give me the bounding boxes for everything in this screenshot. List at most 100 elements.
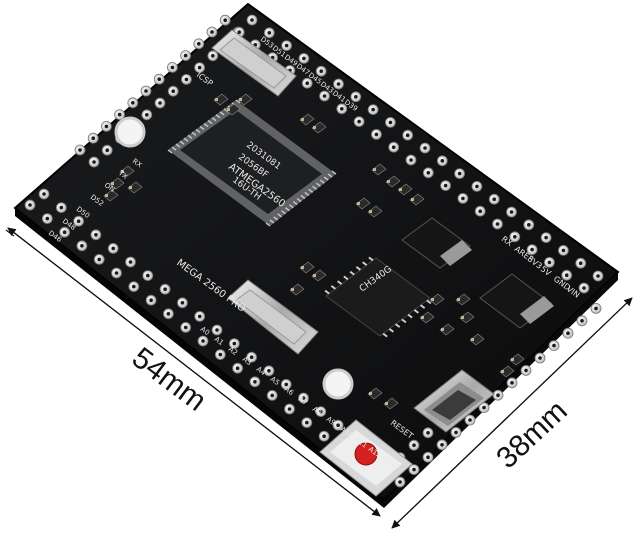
header-label: A0 <box>199 325 211 337</box>
header-pad <box>436 155 448 167</box>
pcb-edge <box>15 208 384 508</box>
mcu-chip: ATMEGA2560 16U-TH 2056BF 2031081 <box>167 99 337 227</box>
header-pad <box>219 14 231 26</box>
header-pad <box>419 142 431 154</box>
header-pad <box>319 90 330 102</box>
smd-part <box>459 311 475 324</box>
header-pad <box>422 167 434 179</box>
header-pad <box>128 281 140 293</box>
smd-part <box>367 205 383 218</box>
header-pad <box>353 116 365 127</box>
header-pad <box>388 141 400 153</box>
header-pad <box>197 335 209 347</box>
header-pad <box>76 240 88 252</box>
header-pad <box>55 202 67 214</box>
header-pad <box>405 154 417 166</box>
header-pad <box>492 218 503 230</box>
header-pad <box>520 364 532 376</box>
header-pad <box>440 180 452 192</box>
smd-part <box>397 183 413 196</box>
smd-part <box>213 93 229 106</box>
header-pad <box>471 180 483 192</box>
header-pad <box>125 256 136 268</box>
reset-button[interactable] <box>319 419 413 497</box>
header-pad <box>474 205 486 217</box>
header-pad <box>436 439 448 451</box>
header-pad <box>408 464 420 476</box>
header-pad <box>101 144 113 156</box>
crystal-top <box>211 29 297 97</box>
header-label: A2 <box>227 345 239 357</box>
header-pad <box>284 403 295 415</box>
smd-part <box>299 261 315 274</box>
smd-part <box>367 387 383 400</box>
smd-part <box>385 175 401 188</box>
header-pad <box>590 302 602 314</box>
header-pad <box>367 104 379 115</box>
smd-part <box>439 323 455 336</box>
header-pad <box>350 91 362 103</box>
header-pad <box>562 327 574 339</box>
width-label: 38mm <box>490 394 573 475</box>
header-pad <box>87 132 99 144</box>
smd-part <box>103 189 119 202</box>
header-pad <box>154 97 166 109</box>
header-pad <box>140 85 152 97</box>
header-pad <box>558 244 569 256</box>
smd-part <box>383 397 399 410</box>
smd-part <box>299 113 315 126</box>
header-pad <box>506 206 517 218</box>
header-pad <box>422 427 434 439</box>
header-pad <box>90 229 102 241</box>
header-pad <box>506 377 518 389</box>
micro-usb-port[interactable] <box>413 369 495 433</box>
smd-components <box>103 93 525 410</box>
header-pad <box>561 269 573 281</box>
mounting-hole <box>322 368 354 400</box>
header-pad <box>114 109 125 120</box>
header-pad <box>214 349 226 361</box>
header-pad <box>153 73 165 85</box>
smd-part <box>371 163 387 176</box>
header-pad <box>180 74 192 85</box>
header-pad <box>73 215 84 227</box>
header-pad <box>540 232 552 244</box>
header-pads <box>24 14 604 488</box>
header-pad <box>142 270 154 282</box>
header-label: A3 <box>241 355 253 367</box>
header-pad <box>194 310 206 322</box>
header-pad <box>298 53 310 64</box>
header-pad <box>548 340 560 352</box>
header-pad <box>301 417 313 429</box>
header-pad <box>176 297 188 309</box>
header-pad <box>315 65 327 77</box>
header-pad <box>457 192 469 204</box>
header-pad <box>127 97 139 109</box>
smd-part <box>509 353 525 366</box>
header-pad <box>249 376 261 388</box>
header-pad <box>534 352 546 364</box>
header-pad <box>101 121 112 132</box>
smd-part <box>289 283 305 296</box>
header-pad <box>394 476 406 488</box>
header-pad <box>336 103 348 115</box>
crystal-bottom <box>227 279 319 355</box>
header-pad <box>180 321 192 333</box>
smd-part <box>311 121 327 134</box>
header-pad <box>332 419 344 431</box>
header-pad <box>206 26 218 38</box>
header-pad <box>298 392 309 404</box>
header-pad <box>402 129 414 141</box>
header-pad <box>592 270 604 282</box>
header-pad <box>193 38 205 50</box>
header-pad <box>194 62 206 73</box>
header-pad <box>478 402 490 414</box>
smd-part <box>469 333 485 346</box>
header-pad <box>59 226 70 238</box>
smd-part <box>409 193 425 206</box>
header-pad <box>488 193 500 205</box>
header-pad <box>228 338 240 350</box>
header-pad <box>111 267 122 279</box>
header-pad <box>232 362 244 374</box>
